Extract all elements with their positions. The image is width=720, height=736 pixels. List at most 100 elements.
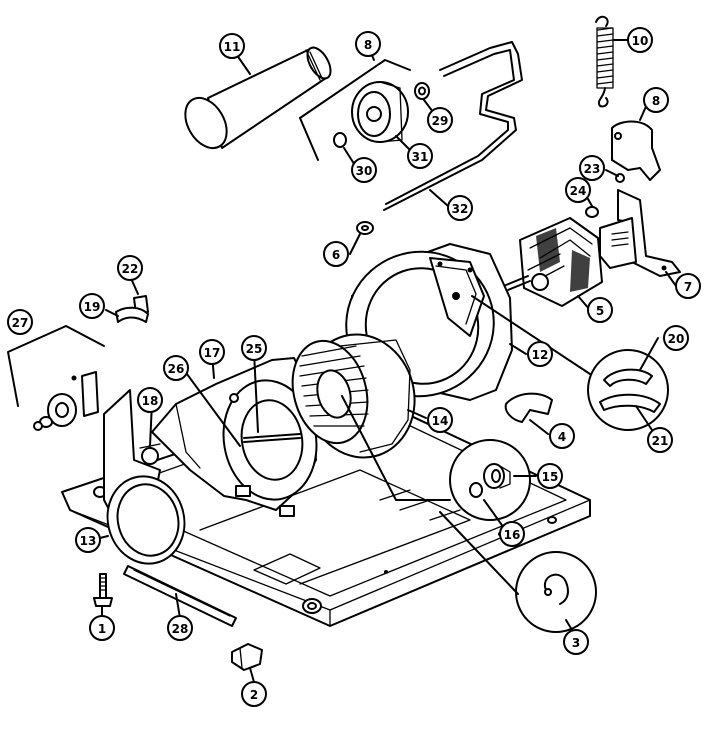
callout-circle xyxy=(75,527,101,553)
callout-circle xyxy=(579,155,605,181)
callout-number: 22 xyxy=(122,262,139,276)
callout-circle xyxy=(407,143,433,169)
callout-number: 23 xyxy=(584,162,601,176)
callout-number: 21 xyxy=(652,434,669,448)
callout-number: 27 xyxy=(12,316,29,330)
idler-spring-part xyxy=(595,15,614,108)
exhaust-duct-part xyxy=(184,46,332,150)
callout-number: 6 xyxy=(332,248,340,262)
callout-c29: 29 xyxy=(427,107,453,133)
bulkhead-bracket-part xyxy=(139,443,161,465)
callout-circle xyxy=(647,427,673,453)
callout-circle xyxy=(565,177,591,203)
callout-circle xyxy=(447,195,473,221)
callout-circle xyxy=(627,27,653,53)
callout-c31: 31 xyxy=(407,143,433,169)
callout-c30: 30 xyxy=(351,157,377,183)
bearing-detail-inset xyxy=(341,395,531,521)
callout-c3: 3 xyxy=(563,629,589,655)
callout-number: 17 xyxy=(204,346,221,360)
callout-number: 3 xyxy=(572,636,580,650)
blower-housing-part xyxy=(151,357,318,517)
callout-circle xyxy=(537,463,563,489)
callout-number: 5 xyxy=(596,304,604,318)
callout-number: 20 xyxy=(668,332,685,346)
callout-number: 28 xyxy=(172,622,189,636)
callout-circle xyxy=(427,407,453,433)
idler-shaft-part xyxy=(383,41,523,211)
drum-roller-part xyxy=(351,81,409,143)
callout-c19a: 19 xyxy=(79,293,105,319)
callout-circle xyxy=(323,241,349,267)
callout-number: 8 xyxy=(364,38,372,52)
callout-circle xyxy=(137,387,163,413)
callout-c14: 14 xyxy=(427,407,453,433)
belt-detail-inset xyxy=(471,295,669,431)
callout-number: 31 xyxy=(412,150,429,164)
callout-number: 32 xyxy=(452,202,469,216)
callout-circle xyxy=(79,293,105,319)
callout-c25: 25 xyxy=(241,335,267,361)
callout-c12: 12 xyxy=(527,341,553,367)
callout-number: 4 xyxy=(558,430,566,444)
callout-number: 7 xyxy=(684,280,692,294)
motor-cover-part xyxy=(504,392,553,423)
idler-bracket-part xyxy=(611,120,661,183)
callout-number: 15 xyxy=(542,470,559,484)
callout-number: 24 xyxy=(570,184,587,198)
callout-number: 12 xyxy=(532,348,549,362)
callout-circle xyxy=(163,355,189,381)
callout-circle xyxy=(7,309,33,335)
callout-circle xyxy=(675,273,701,299)
callout-circle xyxy=(587,297,613,323)
callout-number: 14 xyxy=(432,414,449,428)
callout-number: 1 xyxy=(98,622,106,636)
callout-number: 29 xyxy=(432,114,449,128)
rear-bearing-assembly xyxy=(7,325,105,431)
callout-circle xyxy=(241,681,267,707)
callout-c24: 24 xyxy=(565,177,591,203)
callout-circle xyxy=(355,31,381,57)
drum-roller-bracket-lines xyxy=(299,59,411,161)
callout-number: 10 xyxy=(632,34,649,48)
callout-circle xyxy=(549,423,575,449)
callout-circle xyxy=(167,615,193,641)
callout-circle xyxy=(663,325,689,351)
callout-number: 18 xyxy=(142,394,159,408)
callout-c32: 32 xyxy=(447,195,473,221)
callout-number: 19 xyxy=(84,300,101,314)
callout-c17: 17 xyxy=(199,339,225,365)
callout-c1: 1 xyxy=(89,615,115,641)
callout-circle xyxy=(117,255,143,281)
callout-c26: 26 xyxy=(163,355,189,381)
callout-number: 25 xyxy=(246,342,263,356)
callout-c15: 15 xyxy=(537,463,563,489)
callout-circle xyxy=(241,335,267,361)
callout-circle xyxy=(499,521,525,547)
callout-circle xyxy=(527,341,553,367)
callout-c5: 5 xyxy=(587,297,613,323)
callout-c28: 28 xyxy=(167,615,193,641)
callout-c16: 16 xyxy=(499,521,525,547)
callout-c4: 4 xyxy=(549,423,575,449)
callout-c18: 18 xyxy=(137,387,163,413)
front-slide-strip xyxy=(123,565,237,627)
callout-c7: 7 xyxy=(675,273,701,299)
callout-c20: 20 xyxy=(663,325,689,351)
callout-c11: 11 xyxy=(219,33,245,59)
callout-c8a: 8 xyxy=(355,31,381,57)
callout-c27: 27 xyxy=(7,309,33,335)
callout-c10: 10 xyxy=(627,27,653,53)
callout-c23: 23 xyxy=(579,155,605,181)
front-clip-part xyxy=(231,643,263,671)
callout-circle xyxy=(563,629,589,655)
callout-circle xyxy=(351,157,377,183)
callout-c2: 2 xyxy=(241,681,267,707)
leveling-leg-part xyxy=(93,573,113,607)
callout-c21: 21 xyxy=(647,427,673,453)
washer-parts xyxy=(333,82,430,235)
drum-slide-parts xyxy=(115,295,149,323)
pulley-pin-part xyxy=(585,206,599,218)
